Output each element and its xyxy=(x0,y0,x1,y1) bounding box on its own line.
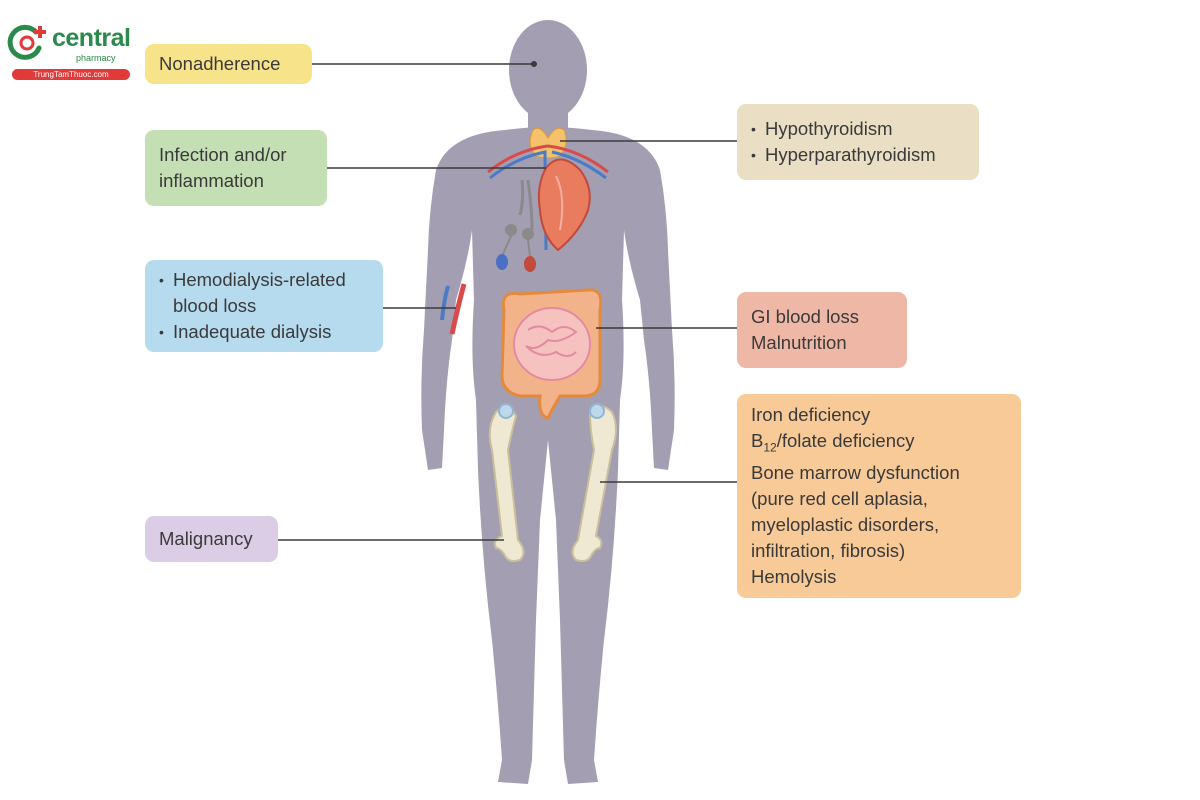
heart-illustration xyxy=(537,158,591,252)
nonadherence-label-box: Nonadherence xyxy=(145,44,312,84)
central-pharmacy-logo[interactable]: central pharmacy TrungTamThuoc.com xyxy=(6,22,131,82)
logo-subtitle: pharmacy xyxy=(76,53,116,63)
gi-label-box: GI blood loss Malnutrition xyxy=(737,292,907,368)
nonadherence-label: Nonadherence xyxy=(159,53,281,74)
pharmacy-logo-icon xyxy=(7,24,46,60)
gi-label-line2: Malnutrition xyxy=(751,332,847,353)
intestines-illustration xyxy=(500,288,603,420)
leader-lines xyxy=(278,61,737,541)
thyroid-list: Hypothyroidism Hyperparathyroidism xyxy=(751,116,965,168)
dialysis-catheter-illustration xyxy=(496,224,536,272)
thyroid-list-item: Hyperparathyroidism xyxy=(751,142,965,168)
malignancy-label-box: Malignancy xyxy=(145,516,278,562)
infection-label-line2: inflammation xyxy=(159,170,264,191)
femur-bones-illustration xyxy=(488,403,617,563)
iron-deficiency-label: Iron deficiency xyxy=(751,403,871,425)
marrow-label-line: (pure red cell aplasia, xyxy=(751,488,928,510)
leader-dot-head xyxy=(531,61,537,67)
marrow-label-line: Bone marrow dysfunction xyxy=(751,462,960,484)
arm-vascular-access-illustration xyxy=(440,283,467,335)
marrow-label-line: infiltration, fibrosis) xyxy=(751,540,906,562)
gi-label-line1: GI blood loss xyxy=(751,306,859,327)
marrow-label-line: myeloplastic disorders, xyxy=(751,514,940,536)
thyroid-list-item: Hypothyroidism xyxy=(751,116,965,142)
logo-wordmark: central xyxy=(52,24,131,52)
logo-url-badge: TrungTamThuoc.com xyxy=(12,69,130,80)
blood-vessels-illustration xyxy=(487,144,609,251)
marrow-label-line: Hemolysis xyxy=(751,566,837,588)
infection-label-box: Infection and/or inflammation xyxy=(145,130,327,206)
human-silhouette xyxy=(421,20,675,784)
hemodialysis-list-item: Inadequate dialysis xyxy=(159,319,369,345)
thyroid-label-box: Hypothyroidism Hyperparathyroidism xyxy=(737,104,979,180)
marrow-label-box: Iron deficiency B12/folate deficiency Bo… xyxy=(737,394,1021,598)
malignancy-label: Malignancy xyxy=(159,528,253,549)
b12-folate-label: B12/folate deficiency xyxy=(751,429,915,455)
infection-label-line1: Infection and/or xyxy=(159,144,287,165)
